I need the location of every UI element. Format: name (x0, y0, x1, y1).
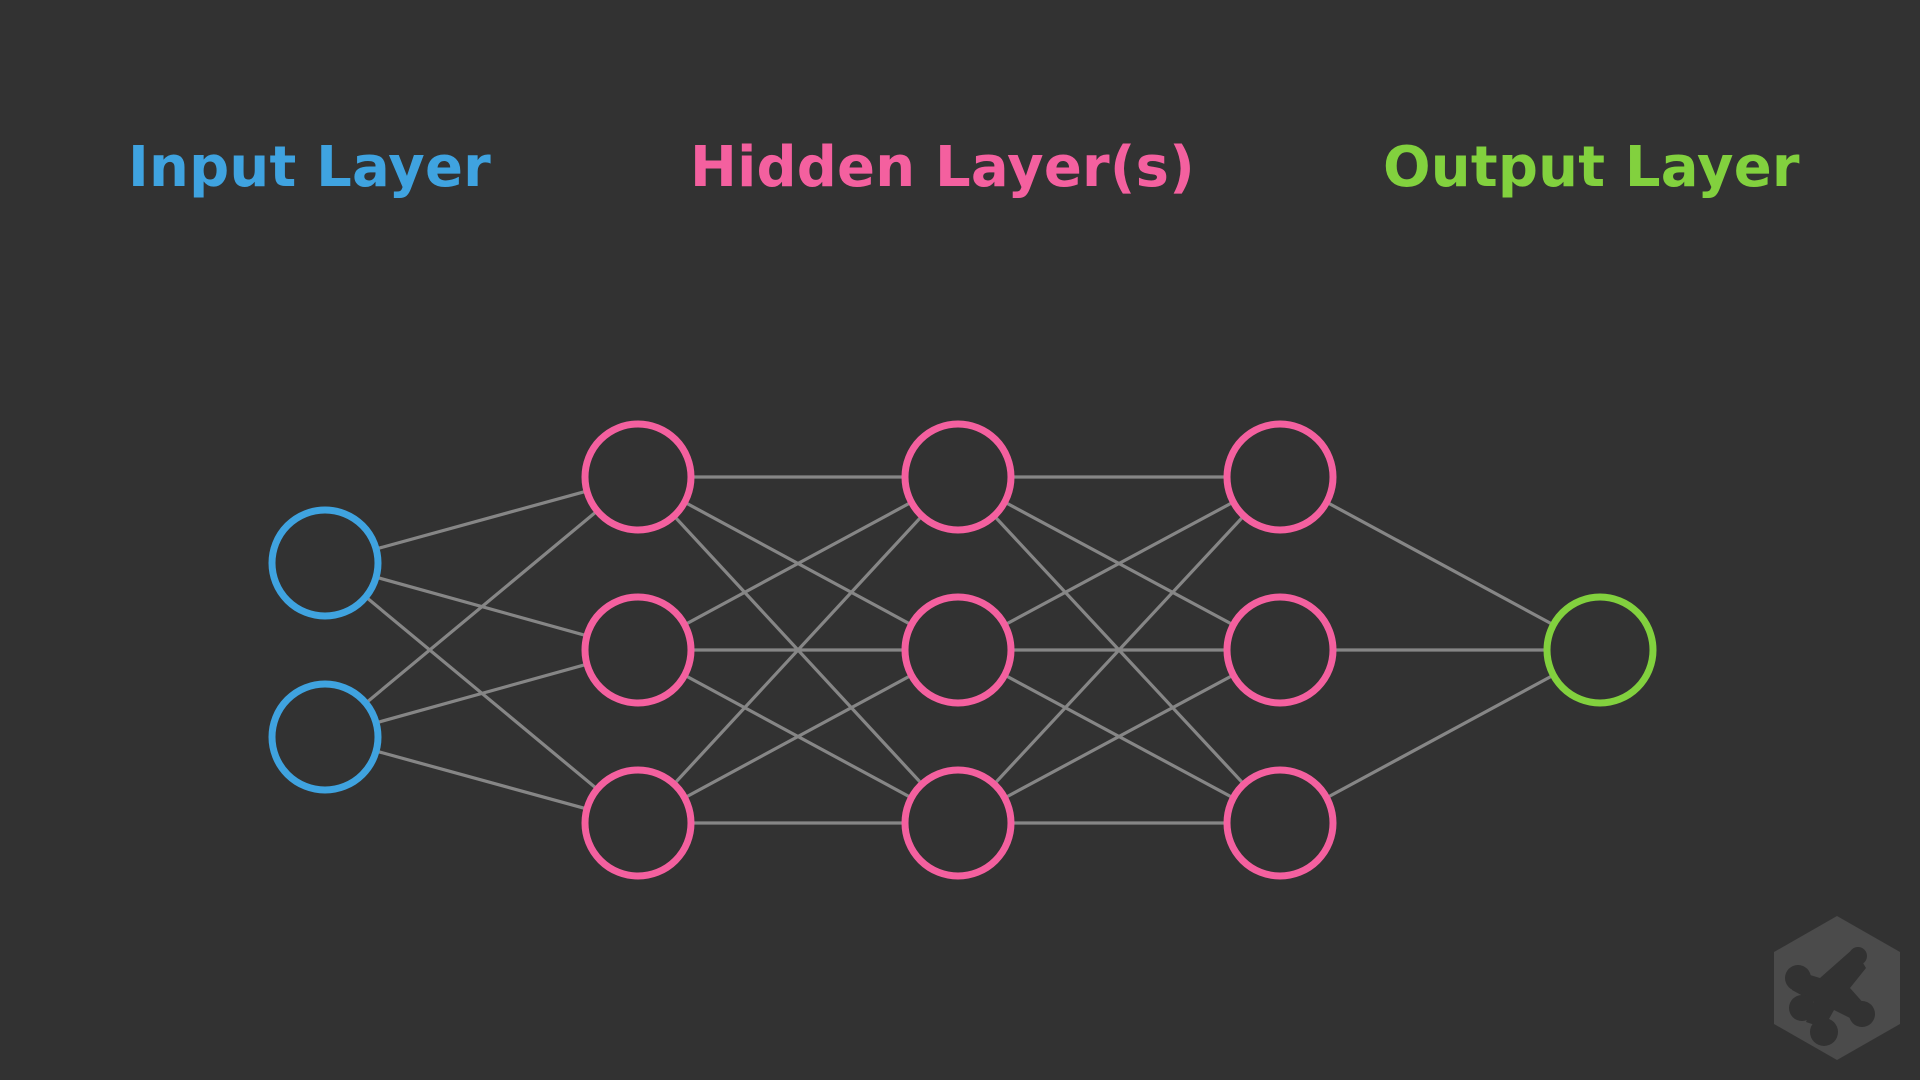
neuron-node-hidden-2-3[interactable] (901, 766, 1015, 880)
neuron-node-hidden-2-1[interactable] (901, 420, 1015, 534)
connection-edge (1278, 475, 1602, 652)
connection-edge (636, 475, 960, 652)
hidden-layer-label: Hidden Layer(s) (690, 135, 1195, 200)
node-group (268, 420, 1657, 880)
hexagon-logo-watermark (1774, 916, 1900, 1060)
connection-edge (1278, 648, 1602, 825)
neuron-node-hidden-3-2[interactable] (1223, 593, 1337, 707)
input-layer-label: Input Layer (128, 135, 491, 200)
connection-edge (956, 475, 1282, 652)
connection-edge (636, 648, 960, 825)
output-layer-label: Output Layer (1383, 135, 1800, 200)
neuron-node-input-1[interactable] (268, 506, 382, 620)
neuron-node-input-2[interactable] (268, 680, 382, 794)
neuron-node-hidden-1-1[interactable] (581, 420, 695, 534)
connection-edge (323, 475, 640, 739)
neuron-node-hidden-1-3[interactable] (581, 766, 695, 880)
neuron-node-hidden-2-2[interactable] (901, 593, 1015, 707)
connection-edge (956, 648, 1282, 825)
neuron-node-hidden-3-3[interactable] (1223, 766, 1337, 880)
connection-edge (636, 475, 960, 825)
neuron-node-hidden-1-2[interactable] (581, 593, 695, 707)
neuron-glyph-icon (1785, 947, 1875, 1046)
neuron-node-hidden-3-1[interactable] (1223, 420, 1337, 534)
connection-edge (956, 475, 1282, 825)
neuron-node-output-1[interactable] (1543, 593, 1657, 707)
